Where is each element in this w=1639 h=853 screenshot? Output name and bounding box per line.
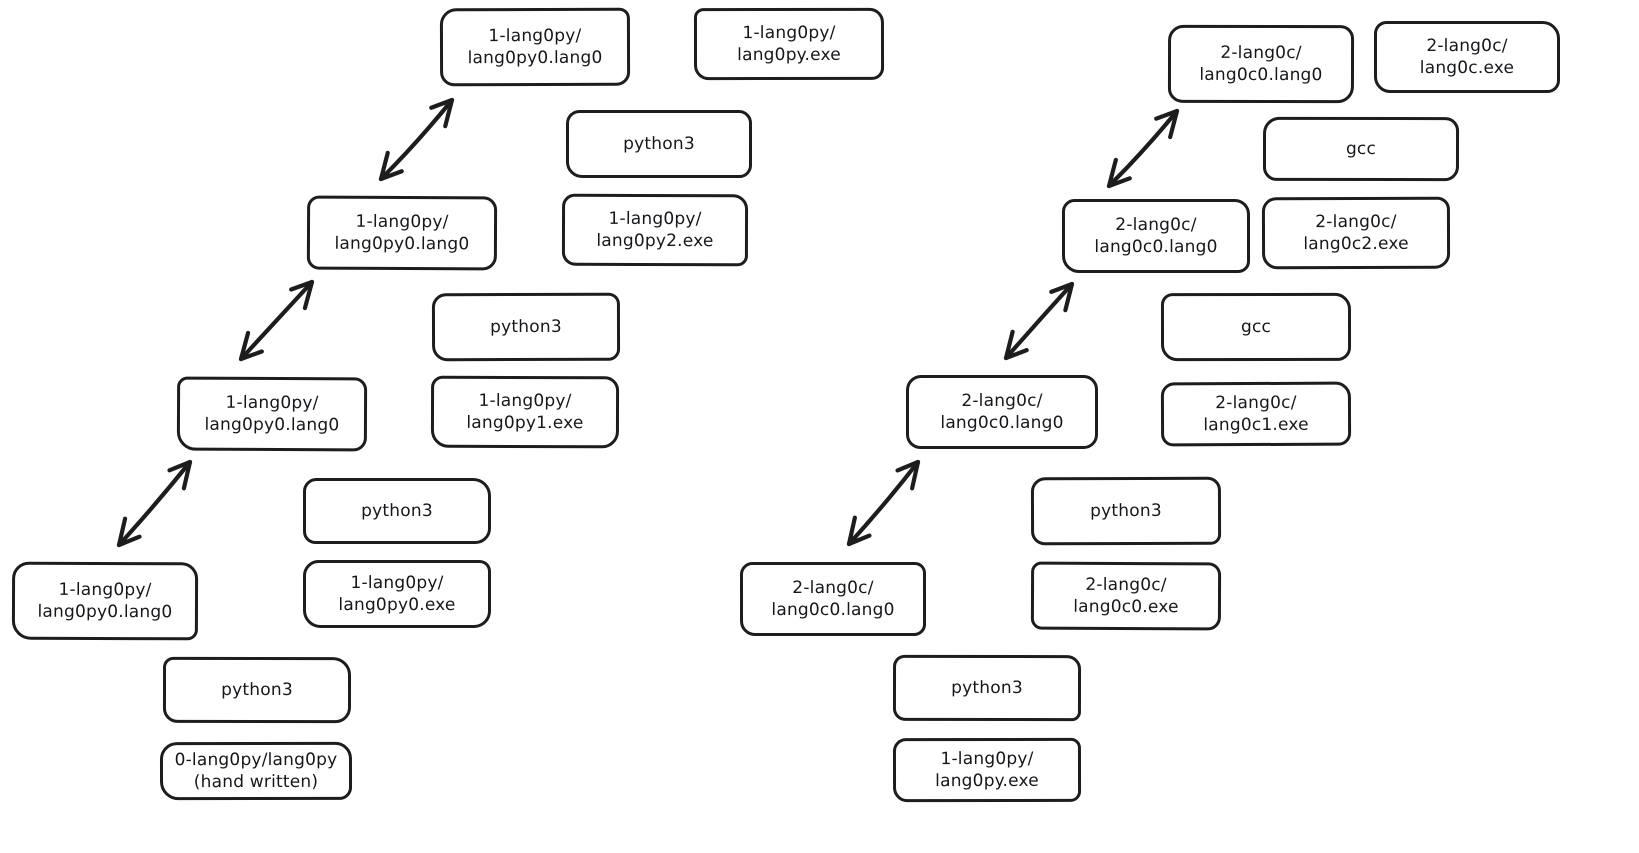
arrow-head <box>1003 329 1015 361</box>
arrow-head <box>116 516 128 548</box>
node-r-tool-0[interactable]: python3 <box>1030 476 1222 546</box>
node-label: 2-lang0c/ lang0c.exe <box>1419 35 1515 79</box>
node-r-exe-3[interactable]: 2-lang0c/ lang0c.exe <box>1373 20 1561 94</box>
node-label: 0-lang0py/lang0py (hand written) <box>174 749 338 793</box>
node-l-tool-h[interactable]: python3 <box>162 656 352 724</box>
node-l-exe-0[interactable]: 1-lang0py/ lang0py0.exe <box>302 559 492 629</box>
node-label: 2-lang0c/ lang0c0.exe <box>1073 574 1179 618</box>
arrow-head <box>1106 176 1132 189</box>
node-l-exe-1[interactable]: 1-lang0py/ lang0py1.exe <box>430 375 620 449</box>
arrow-head <box>1168 108 1180 140</box>
arrow-head <box>167 459 193 473</box>
arrow-head <box>181 459 193 491</box>
node-label: python3 <box>361 500 433 521</box>
arrow-head <box>910 459 921 491</box>
arrow-shaft <box>1003 281 1075 361</box>
node-l-exe-2[interactable]: 1-lang0py/ lang0py2.exe <box>561 193 749 267</box>
node-label: 1-lang0py/ lang0py1.exe <box>466 390 584 434</box>
node-l-tool-2[interactable]: python3 <box>565 109 753 179</box>
node-r-src-0[interactable]: 2-lang0c/ lang0c0.lang0 <box>739 561 927 637</box>
node-r-tool-h[interactable]: python3 <box>892 654 1082 722</box>
arrow-head <box>116 534 142 548</box>
node-label: python3 <box>951 677 1023 699</box>
node-label: 2-lang0c/ lang0c2.exe <box>1303 211 1409 255</box>
arrow-head <box>895 459 921 473</box>
node-r-src-3[interactable]: 2-lang0c/ lang0c0.lang0 <box>1167 24 1355 104</box>
node-label: 2-lang0c/ lang0c0.lang0 <box>771 577 895 621</box>
arrow-head <box>1106 157 1118 189</box>
node-l-src-1[interactable]: 1-lang0py/ lang0py0.lang0 <box>176 376 368 452</box>
node-label: python3 <box>1090 500 1162 522</box>
arrow-r-arrow-1 <box>846 459 921 547</box>
node-label: gcc <box>1345 138 1377 159</box>
node-l-tool-0[interactable]: python3 <box>302 477 492 545</box>
node-r-tool-1[interactable]: gcc <box>1160 292 1352 362</box>
node-label: 1-lang0py/ lang0py0.lang0 <box>37 579 173 623</box>
arrow-r-arrow-2 <box>1003 281 1075 361</box>
node-label: 2-lang0c/ lang0c1.exe <box>1203 392 1309 436</box>
node-l-src-0[interactable]: 1-lang0py/ lang0py0.lang0 <box>11 561 199 641</box>
node-label: 1-lang0py/ lang0py.exe <box>737 22 841 66</box>
arrow-shaft <box>846 459 921 547</box>
node-label: 1-lang0py/ lang0py2.exe <box>596 208 714 252</box>
arrow-l-arrow-1 <box>116 459 193 548</box>
node-label: python3 <box>221 679 293 700</box>
node-l-src-2[interactable]: 1-lang0py/ lang0py0.lang0 <box>306 195 498 271</box>
arrow-shaft <box>378 97 455 182</box>
node-label: gcc <box>1240 316 1272 337</box>
node-l-tool-1[interactable]: python3 <box>431 292 621 362</box>
node-label: 1-lang0py/ lang0py0.lang0 <box>204 392 340 436</box>
node-label: 1-lang0py/ lang0py0.exe <box>338 572 456 616</box>
node-r-exe-1[interactable]: 2-lang0c/ lang0c1.exe <box>1160 381 1352 447</box>
arrow-shaft <box>238 279 315 362</box>
arrow-shaft <box>1106 108 1180 189</box>
arrow-head <box>1049 281 1075 294</box>
arrow-head <box>378 169 404 182</box>
arrow-head <box>1154 108 1180 121</box>
node-label: 2-lang0c/ lang0c0.lang0 <box>940 390 1064 433</box>
node-label: python3 <box>490 316 562 338</box>
node-l-src-h[interactable]: 0-lang0py/lang0py (hand written) <box>159 741 353 801</box>
node-label: python3 <box>623 133 695 154</box>
node-r-exe-2[interactable]: 2-lang0c/ lang0c2.exe <box>1261 196 1451 270</box>
arrow-r-arrow-3 <box>1106 108 1180 189</box>
node-l-exe-3[interactable]: 1-lang0py/ lang0py.exe <box>693 7 885 81</box>
arrow-head <box>378 150 390 182</box>
arrow-head <box>846 533 872 547</box>
arrow-head <box>1063 281 1075 313</box>
node-label: 1-lang0py/ lang0py0.lang0 <box>334 211 470 255</box>
node-r-tool-2[interactable]: gcc <box>1262 116 1460 182</box>
node-r-src-2[interactable]: 2-lang0c/ lang0c0.lang0 <box>1061 198 1251 274</box>
node-r-exe-0[interactable]: 2-lang0c/ lang0c0.exe <box>1030 561 1222 631</box>
node-l-src-3[interactable]: 1-lang0py/ lang0py0.lang0 <box>439 7 631 87</box>
arrow-head <box>238 330 251 362</box>
arrow-head <box>846 515 857 547</box>
arrow-head <box>429 97 455 110</box>
node-label: 2-lang0c/ lang0c0.lang0 <box>1094 214 1218 258</box>
node-r-src-1[interactable]: 2-lang0c/ lang0c0.lang0 <box>906 375 1098 449</box>
arrow-head <box>289 279 315 292</box>
arrow-l-arrow-2 <box>238 279 315 362</box>
arrow-head <box>443 97 455 129</box>
node-label: 1-lang0py/ lang0py0.lang0 <box>467 25 603 69</box>
arrow-head <box>238 349 264 362</box>
arrow-head <box>1003 348 1029 361</box>
arrow-shaft <box>116 459 193 548</box>
arrow-l-arrow-3 <box>378 97 455 182</box>
arrow-head <box>302 279 315 311</box>
node-label: 1-lang0py/ lang0py.exe <box>935 748 1039 792</box>
node-label: 2-lang0c/ lang0c0.lang0 <box>1199 42 1323 86</box>
node-r-src-h[interactable]: 1-lang0py/ lang0py.exe <box>892 737 1082 803</box>
